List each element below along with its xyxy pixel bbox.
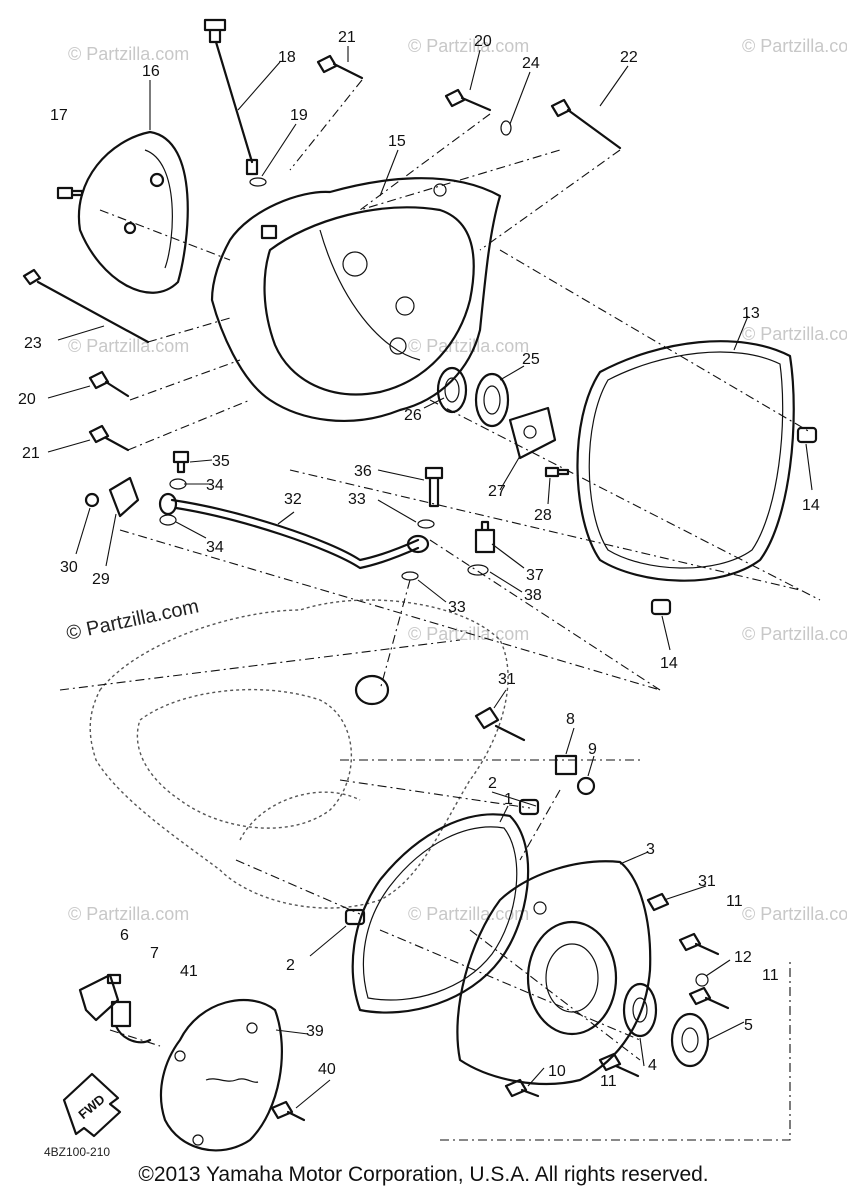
callout-label: 20 <box>18 391 36 408</box>
callout-label: 15 <box>388 133 406 150</box>
fwd-arrow-icon: FWD <box>62 1072 122 1138</box>
callout-label: 8 <box>566 711 575 728</box>
callout-label: 22 <box>620 49 638 66</box>
callout-label: 27 <box>488 483 506 500</box>
watermark: © Partzilla.com <box>408 336 529 356</box>
watermark: © Partzilla.com <box>742 324 847 344</box>
callout-label: 31 <box>498 671 516 688</box>
callout-label: 32 <box>284 491 302 508</box>
callout-label: 9 <box>588 741 597 758</box>
callout-label: 6 <box>120 927 129 944</box>
callout-label: 14 <box>660 655 678 672</box>
callout-label: 16 <box>142 63 160 80</box>
callout-label: 7 <box>150 945 159 962</box>
watermark: © Partzilla.com <box>408 624 529 644</box>
callout-label: 26 <box>404 407 422 424</box>
callout-label: 24 <box>522 55 540 72</box>
callout-label: 3 <box>646 841 655 858</box>
watermark: © Partzilla.com <box>408 36 529 56</box>
callout-label: 11 <box>762 967 779 984</box>
callout-label: 28 <box>534 507 552 524</box>
watermark: © Partzilla.com <box>742 624 847 644</box>
leader-lines <box>47 46 813 1109</box>
fwd-label: FWD <box>75 1091 107 1122</box>
callout-label: 11 <box>726 893 743 910</box>
callout-label: 34 <box>206 477 224 494</box>
callout-label: 13 <box>742 305 760 322</box>
callout-label: 12 <box>734 949 752 966</box>
callout-label: 10 <box>548 1063 566 1080</box>
copyright-notice: ©2013 Yamaha Motor Corporation, U.S.A. A… <box>138 1163 709 1186</box>
watermark: © Partzilla.com <box>408 904 529 924</box>
callout-label: 34 <box>206 539 224 556</box>
callout-label: 2 <box>488 775 497 792</box>
callout-label: 30 <box>60 559 78 576</box>
callout-label: 11 <box>600 1073 617 1090</box>
engine-outline <box>59 579 640 909</box>
bottom-assembly: FWD <box>62 754 791 1152</box>
callout-label: 33 <box>348 491 366 508</box>
callout-label: 41 <box>180 963 198 980</box>
watermark: © Partzilla.com <box>68 336 189 356</box>
callout-label: 21 <box>338 29 356 46</box>
watermark: © Partzilla.com <box>68 44 189 64</box>
callout-label: 20 <box>474 33 492 50</box>
callout-label: 17 <box>50 107 68 124</box>
callout-label: 31 <box>698 873 716 890</box>
callout-label: 18 <box>278 49 296 66</box>
callout-label: 19 <box>290 107 308 124</box>
callout-labels: 21 20 24 22 18 16 17 19 15 23 20 21 25 1… <box>18 29 820 1090</box>
callout-label: 40 <box>318 1061 336 1078</box>
callout-label: 29 <box>92 571 110 588</box>
callout-label: 37 <box>526 567 544 584</box>
callout-label: 35 <box>212 453 230 470</box>
callout-label: 38 <box>524 587 542 604</box>
drawing-code: 4BZ100-210 <box>44 1145 110 1159</box>
callout-label: 36 <box>354 463 372 480</box>
watermark-strong: © Partzilla.com <box>64 595 200 645</box>
watermark: © Partzilla.com <box>742 904 847 924</box>
callout-label: 1 <box>504 791 513 808</box>
top-assembly <box>22 18 821 691</box>
callout-label: 39 <box>306 1023 324 1040</box>
callout-label: 5 <box>744 1017 753 1034</box>
callout-label: 4 <box>648 1057 657 1074</box>
callout-label: 21 <box>22 445 40 462</box>
callout-label: 23 <box>24 335 42 352</box>
callout-label: 2 <box>286 957 295 974</box>
callout-label: 25 <box>522 351 540 368</box>
callout-label: 14 <box>802 497 820 514</box>
watermark: © Partzilla.com <box>68 904 189 924</box>
watermark: © Partzilla.com <box>742 36 847 56</box>
callout-label: 33 <box>448 599 466 616</box>
